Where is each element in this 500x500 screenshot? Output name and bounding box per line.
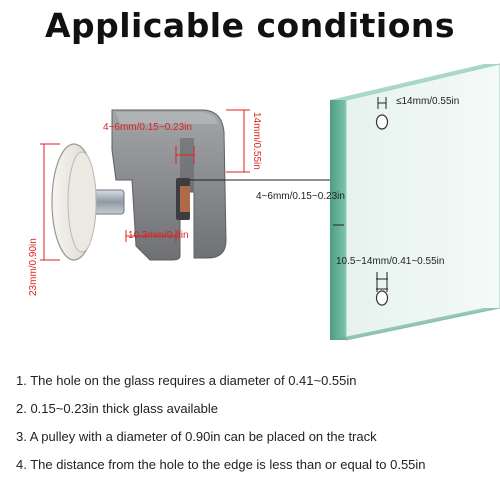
shaft-length-label: 10.3mm/0.4in (128, 230, 189, 241)
glass-panel (330, 63, 500, 341)
wheel-diameter-label: 23mm/0.90in (28, 238, 39, 296)
condition-item: 3. A pulley with a diameter of 0.90in ca… (16, 429, 377, 444)
conditions-list: 1. The hole on the glass requires a diam… (16, 373, 496, 485)
pulley-height-label: 14mm/0.55in (251, 112, 262, 170)
condition-item: 2. 0.15~0.23in thick glass available (16, 401, 218, 416)
condition-item: 1. The hole on the glass requires a diam… (16, 373, 357, 388)
glass-hole-top (375, 97, 389, 130)
pulley-wheel (51, 143, 97, 261)
hole-to-edge-label: ≤14mm/0.55in (396, 96, 460, 107)
dimension-lines (40, 109, 250, 261)
glass-hole-bottom (375, 272, 389, 306)
product-figure: 4~6mm/0.15~0.23in 14mm/0.55in 23mm/0.90i… (0, 60, 500, 360)
pulley-and-glass-illustration (40, 63, 500, 341)
hole-diameter-label: 10.5~14mm/0.41~0.55in (336, 256, 445, 267)
glass-thickness-label: 4~6mm/0.15~0.23in (256, 191, 345, 202)
condition-item: 4. The distance from the hole to the edg… (16, 457, 426, 472)
page-title: Applicable conditions (44, 6, 456, 45)
pulley-gap-label: 4~6mm/0.15~0.23in (103, 122, 192, 133)
pulley-bracket (111, 109, 227, 261)
